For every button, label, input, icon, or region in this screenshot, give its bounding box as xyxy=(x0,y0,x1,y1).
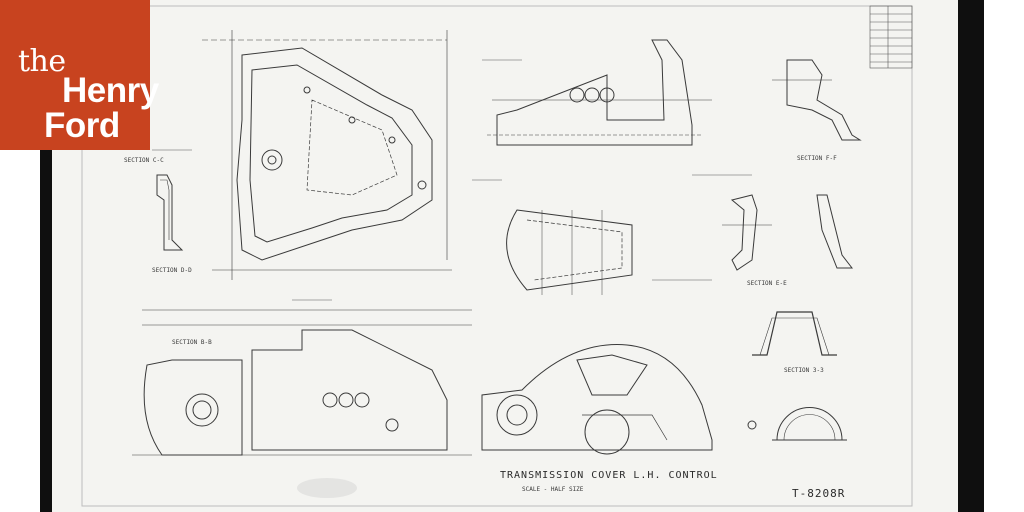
section-e-e xyxy=(722,194,854,271)
blueprint-drawing: TRANSMISSION COVER L.H. CONTROL SCALE - … xyxy=(81,5,913,507)
section-3-3 xyxy=(752,311,837,356)
elevation-bottom xyxy=(132,309,472,456)
sheet-border xyxy=(81,5,913,507)
housing-side-bottom xyxy=(481,344,713,455)
circular-section xyxy=(747,407,847,441)
logo-the: the xyxy=(18,44,66,79)
revision-block xyxy=(869,5,913,69)
drawing-title: TRANSMISSION COVER L.H. CONTROL xyxy=(500,470,718,481)
logo-henry: Henry xyxy=(62,71,159,110)
section-c-c-left xyxy=(156,174,184,251)
section-label-3-3: SECTION 3-3 xyxy=(784,367,824,374)
section-f-f xyxy=(772,59,862,141)
section-label-b-b: SECTION B-B xyxy=(172,339,212,346)
dimension-marks xyxy=(152,59,752,301)
blueprint-sheet: TRANSMISSION COVER L.H. CONTROL SCALE - … xyxy=(52,0,958,512)
plate-view-middle xyxy=(506,209,633,295)
drawing-scale: SCALE - HALF SIZE xyxy=(522,486,584,493)
drawing-number: T-8208R xyxy=(792,487,845,500)
section-label-f-f: SECTION F-F xyxy=(797,155,837,162)
section-label-e-e: SECTION E-E xyxy=(747,280,787,287)
section-label-c-c: SECTION C-C xyxy=(124,157,164,164)
paper-smudge xyxy=(297,478,357,498)
side-view-top-middle xyxy=(487,39,712,146)
section-label-d-d: SECTION D-D xyxy=(152,267,192,274)
plan-view-top-left xyxy=(202,30,452,280)
logo-ford: Ford xyxy=(44,106,120,145)
henry-ford-logo: the Henry Ford xyxy=(0,0,159,150)
